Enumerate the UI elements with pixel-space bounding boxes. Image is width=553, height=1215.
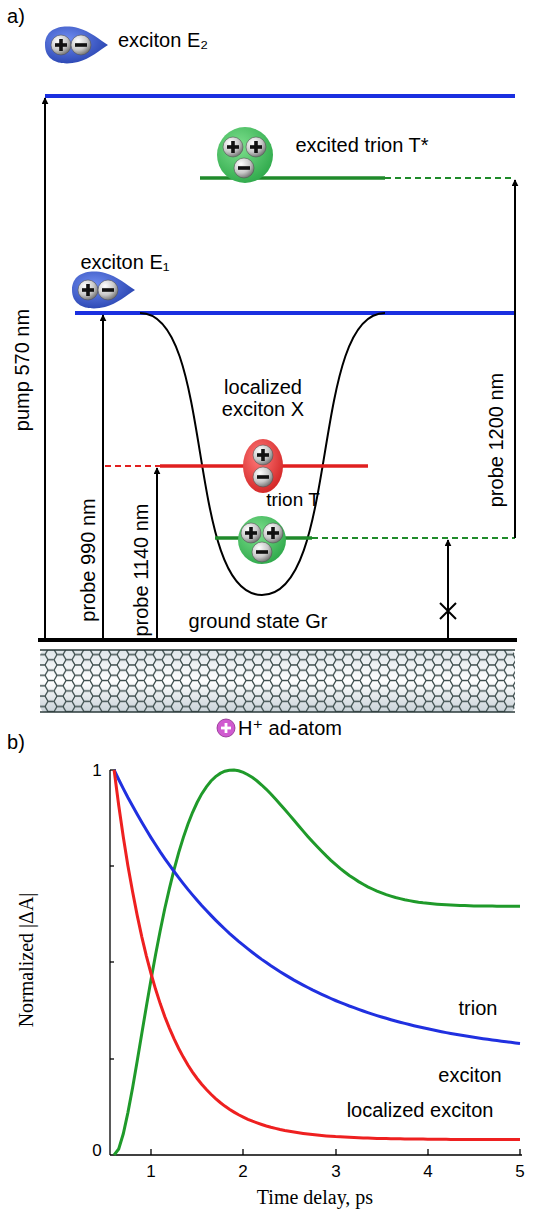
state-label: exciton E₁ (80, 251, 169, 273)
dashed-level (105, 465, 160, 467)
tick-label: 5 (515, 1163, 524, 1182)
axis-title: Time delay, ps (257, 1186, 373, 1208)
chart-axes (110, 770, 522, 1155)
dashed-level (385, 177, 515, 179)
localized-exciton-icon (243, 439, 283, 493)
state-label: localized exciton X (207, 376, 319, 420)
tick-label: 2 (238, 1163, 247, 1182)
exciton-icon (45, 27, 108, 64)
axis-title: Normalized |ΔA| (15, 893, 37, 1028)
panel-label: a) (7, 5, 25, 27)
transition-label: probe 990 nm (77, 498, 99, 621)
tick-label: 1 (92, 762, 101, 781)
probe-arrow (156, 468, 158, 638)
series-label: trion (459, 997, 498, 1019)
trion-icon (217, 127, 273, 183)
tick-label: 3 (331, 1163, 340, 1182)
dashed-level (312, 537, 515, 539)
legend-note: H⁺ ad-atom (238, 717, 342, 739)
transition-label: probe 1200 nm (485, 373, 507, 508)
trion-curve (114, 770, 520, 1155)
probe-arrow (102, 315, 104, 638)
state-label: ground state Gr (189, 610, 328, 632)
series-label: localized exciton (347, 1099, 494, 1121)
probe-arrow (514, 180, 516, 538)
state-label: exciton E₂ (118, 29, 208, 51)
adatom-icon (217, 719, 235, 737)
state-label: excited trion T* (295, 134, 428, 156)
forbidden-arrow (447, 540, 449, 638)
cross-mark (440, 603, 456, 619)
trion-icon (238, 516, 286, 564)
tick-label: 1 (146, 1163, 155, 1182)
pump-arrow (44, 98, 46, 638)
tick-label: 4 (423, 1163, 432, 1182)
exciton-curve (114, 770, 520, 1043)
nanotube (40, 650, 515, 712)
ground-level (38, 638, 517, 642)
transition-label: pump 570 nm (11, 309, 33, 431)
potential-well (140, 313, 385, 595)
series-label: exciton (438, 1064, 501, 1086)
exciton-icon (72, 272, 135, 309)
transition-label: probe 1140 nm (130, 503, 152, 636)
state-label: trion T (266, 490, 320, 511)
level-line (45, 94, 515, 98)
panel-label: b) (7, 731, 25, 753)
tick-label: 0 (92, 1142, 101, 1161)
localized-exciton-curve (114, 770, 520, 1140)
